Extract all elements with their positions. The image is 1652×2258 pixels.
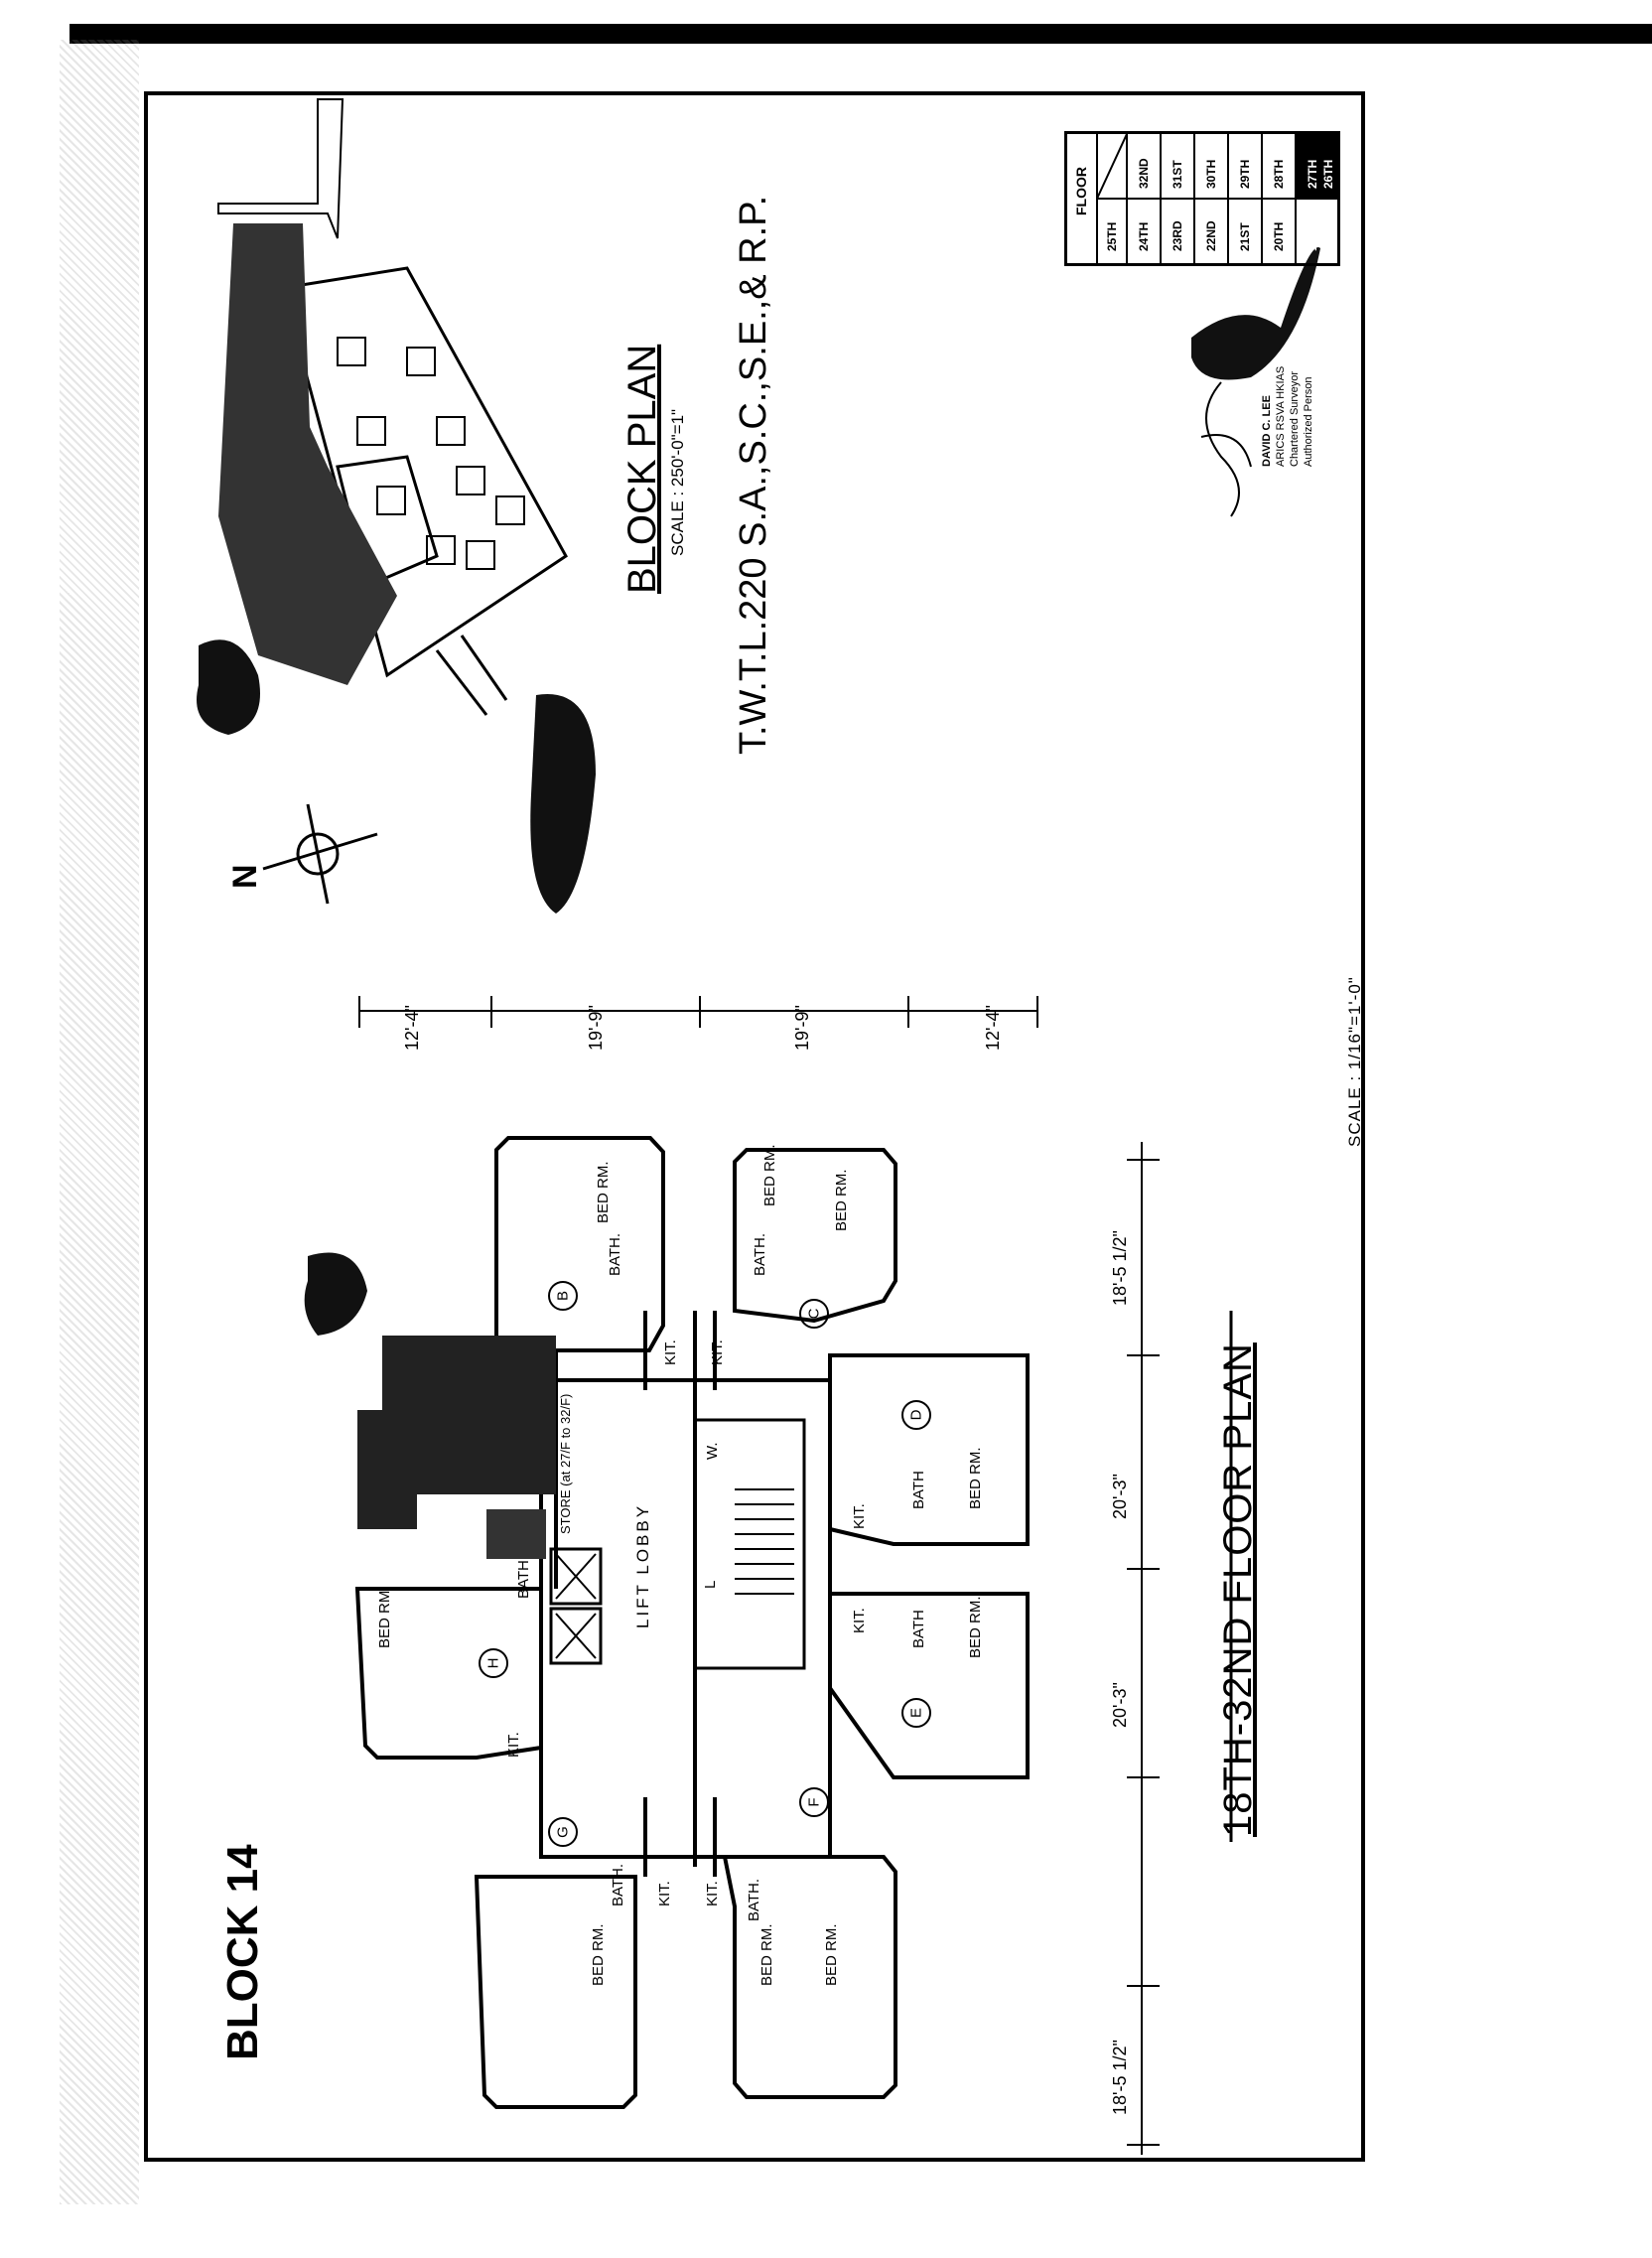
scan-top-edge: [69, 24, 1652, 44]
floor-cell: 32ND: [1137, 158, 1151, 189]
ink-blob: [1191, 247, 1320, 380]
room-bath-b: BATH.: [607, 1232, 623, 1276]
room-bath-g: BATH.: [610, 1863, 626, 1906]
room-wc: W.: [704, 1442, 721, 1461]
room-lift: L: [702, 1580, 719, 1589]
dim-right-4: 12'-4": [983, 1005, 1003, 1051]
room-bath-f: BATH.: [746, 1878, 762, 1921]
floor-cell: 30TH: [1204, 159, 1218, 189]
signature-name: DAVID C. LEE: [1261, 395, 1273, 467]
tree-blob: [197, 639, 260, 735]
floor-cell: 28TH: [1272, 159, 1286, 189]
site-buildings-dark: [218, 223, 397, 685]
wing-b-outline: [494, 1136, 665, 1384]
dim-right-2: 19'-9": [586, 1005, 606, 1051]
room-lift-lobby: LIFT LOBBY: [633, 1502, 652, 1628]
scan-noise-left: [60, 40, 139, 2204]
signature-line2: Authorized Person: [1303, 376, 1314, 468]
room-kit-f2: KIT.: [704, 1881, 721, 1906]
room-bed-e: BED RM.: [967, 1596, 984, 1658]
floor-table: FLOOR 25TH 24TH 32ND 23RD 31ST 22ND 30TH…: [1064, 131, 1340, 266]
room-bed-c-1: BED RM.: [761, 1144, 778, 1206]
signature-credentials: ARICS RSVA HKIAS: [1275, 365, 1287, 467]
signature-scribble: [1200, 381, 1252, 517]
core-outline: [539, 1378, 832, 1859]
floor-cell: 22ND: [1204, 220, 1218, 251]
floor-cell: 25TH: [1105, 221, 1119, 251]
room-kit-b: KIT.: [662, 1340, 679, 1365]
floor-cell: 31ST: [1170, 160, 1184, 189]
floor-cell: 24TH: [1137, 221, 1151, 251]
room-bed-g: BED RM.: [590, 1923, 607, 1986]
room-kit-d: KIT.: [851, 1503, 868, 1529]
wing-g-outline: [474, 1875, 637, 2109]
unit-c-marker: C: [799, 1299, 829, 1329]
wing-c-outline: [733, 1148, 897, 1324]
signature-line1: Chartered Surveyor: [1289, 371, 1301, 467]
room-kit-e: KIT.: [851, 1608, 868, 1633]
unit-b-marker: B: [548, 1281, 578, 1311]
room-bath-d: BATH: [910, 1471, 927, 1509]
room-kit-h: KIT.: [505, 1732, 522, 1758]
floor-cell: 21ST: [1238, 222, 1252, 251]
drawing-frame: [144, 91, 1365, 2162]
wing-f-outline: [722, 1855, 897, 2099]
unit-e-marker: E: [901, 1698, 931, 1728]
dim-right-1: 12'-4": [402, 1005, 422, 1051]
room-bed-c-2: BED RM.: [833, 1169, 850, 1231]
dim-right-3: 19'-9": [792, 1005, 812, 1051]
dim-bottom-4: 18'-5 1/2": [1110, 1230, 1130, 1306]
floor-table-grid: [1096, 134, 1337, 263]
block-plan-scale: SCALE : 250'-0"=1": [668, 408, 687, 556]
dim-bottom-2: 20'-3": [1110, 1682, 1130, 1728]
north-arrow-icon: [262, 803, 378, 905]
room-bed-f-2: BED RM.: [823, 1923, 840, 1986]
room-bath-h: BATH: [515, 1560, 532, 1599]
floor-cell: 20TH: [1272, 221, 1286, 251]
block-label: BLOCK 14: [218, 1844, 267, 2060]
room-bath-c: BATH.: [752, 1232, 768, 1276]
floor-cell: 23RD: [1170, 220, 1184, 251]
floor-plan-title: 18TH-32ND FLOOR PLAN: [1216, 1342, 1260, 1837]
floor-plan-scale: SCALE : 1/16"=1'-0": [1345, 976, 1364, 1147]
tree-blob-3: [304, 1252, 367, 1336]
unit-f-marker: F: [799, 1787, 829, 1817]
dim-bottom-3: 20'-3": [1110, 1474, 1130, 1519]
room-bed-f-1: BED RM.: [758, 1923, 775, 1986]
floor-cell: 19TH: [1306, 221, 1319, 251]
room-bed-b: BED RM.: [595, 1161, 612, 1223]
block-plan-title: BLOCK PLAN: [620, 344, 664, 594]
room-bed-h: BED RM.: [376, 1586, 393, 1648]
room-bed-d: BED RM.: [967, 1447, 984, 1509]
room-bath-e: BATH: [910, 1610, 927, 1648]
north-label: N: [226, 864, 264, 889]
floor-table-header: FLOOR: [1073, 167, 1089, 215]
dim-bottom-1: 18'-5 1/2": [1110, 2040, 1130, 2115]
tree-blob-2: [530, 694, 596, 914]
room-kit-f1: KIT.: [656, 1881, 673, 1906]
floor-cell: 26TH: [1321, 159, 1335, 189]
floor-cell: 29TH: [1238, 159, 1252, 189]
room-store: STORE (at 27/F to 32/F): [558, 1393, 573, 1534]
room-kit-c: KIT.: [709, 1340, 726, 1365]
floor-cell: 18TH: [1321, 221, 1335, 251]
floor-cell: 27TH: [1306, 159, 1319, 189]
lot-number: T.W.T.L.220 S.A.,S.C.,S.E.,& R.P.: [733, 195, 774, 755]
unit-g-marker: G: [548, 1817, 578, 1847]
unit-h-marker: H: [479, 1648, 508, 1678]
unit-d-marker: D: [901, 1400, 931, 1430]
